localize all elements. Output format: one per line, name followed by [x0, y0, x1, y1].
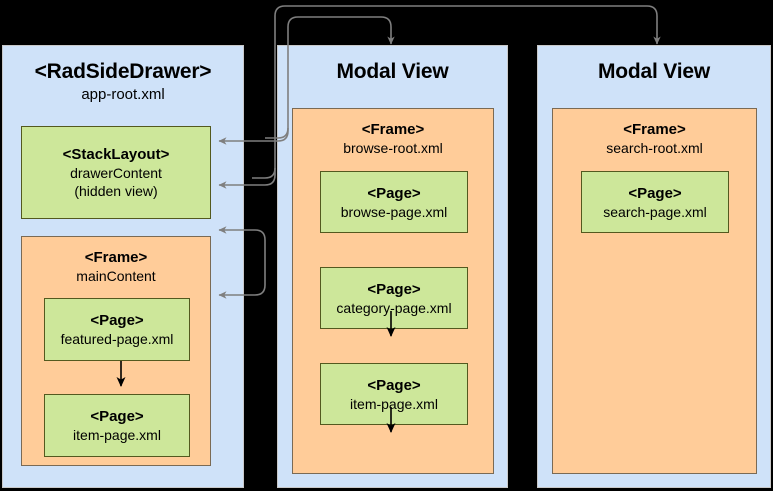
box-stacklayout-line-1: drawerContent [70, 165, 162, 181]
panel-rad-side-drawer-title: <RadSideDrawer> [34, 60, 212, 83]
box-frame-browse-root-subtitle: browse-root.xml [343, 140, 443, 156]
box-page-item-browse-subtitle: item-page.xml [350, 395, 438, 412]
panel-modal-view-browse: Modal View <Frame> browse-root.xml <Page… [277, 45, 508, 488]
box-frame-search-root-title: <Frame> [623, 121, 686, 138]
box-page-category-subtitle: category-page.xml [336, 299, 452, 316]
box-frame-main-content[interactable]: <Frame> mainContent <Page> featured-page… [21, 236, 211, 466]
box-page-browse-title: <Page> [367, 184, 421, 202]
box-page-search-title: <Page> [628, 184, 682, 202]
box-page-item-browse-title: <Page> [367, 376, 421, 394]
box-stacklayout-title: <StackLayout> [62, 146, 170, 163]
box-page-search[interactable]: <Page> search-page.xml [581, 171, 729, 233]
box-frame-main-content-subtitle: mainContent [76, 268, 156, 284]
box-stacklayout[interactable]: <StackLayout> drawerContent (hidden view… [21, 126, 211, 219]
box-page-item-main[interactable]: <Page> item-page.xml [44, 394, 190, 457]
panel-modal-view-browse-header: Modal View [278, 46, 507, 85]
panel-modal-view-search-header: Modal View [538, 46, 770, 85]
box-frame-search-root[interactable]: <Frame> search-root.xml <Page> search-pa… [552, 108, 757, 474]
box-frame-search-root-subtitle: search-root.xml [606, 140, 703, 156]
box-page-search-subtitle: search-page.xml [603, 203, 707, 220]
box-page-category-title: <Page> [367, 280, 421, 298]
box-page-featured-subtitle: featured-page.xml [60, 331, 174, 347]
box-page-category[interactable]: <Page> category-page.xml [320, 267, 468, 329]
panel-modal-view-browse-title: Modal View [336, 60, 449, 83]
box-page-featured[interactable]: <Page> featured-page.xml [44, 298, 190, 361]
panel-rad-side-drawer-subtitle: app-root.xml [81, 86, 165, 103]
box-stacklayout-line-2: (hidden view) [74, 183, 158, 199]
box-page-browse[interactable]: <Page> browse-page.xml [320, 171, 468, 233]
box-page-item-main-subtitle: item-page.xml [73, 427, 161, 443]
panel-rad-side-drawer: <RadSideDrawer> app-root.xml <StackLayou… [2, 45, 244, 488]
panel-modal-view-search: Modal View <Frame> search-root.xml <Page… [537, 45, 771, 488]
panel-rad-side-drawer-header: <RadSideDrawer> app-root.xml [3, 46, 243, 104]
panel-modal-view-search-title: Modal View [598, 60, 710, 83]
box-frame-browse-root-title: <Frame> [361, 121, 425, 138]
box-frame-main-content-title: <Frame> [84, 249, 148, 266]
box-page-browse-subtitle: browse-page.xml [340, 203, 448, 220]
box-frame-browse-root[interactable]: <Frame> browse-root.xml <Page> browse-pa… [292, 108, 494, 474]
box-page-item-browse[interactable]: <Page> item-page.xml [320, 363, 468, 425]
box-page-item-main-title: <Page> [90, 408, 144, 425]
box-page-featured-title: <Page> [90, 312, 144, 329]
